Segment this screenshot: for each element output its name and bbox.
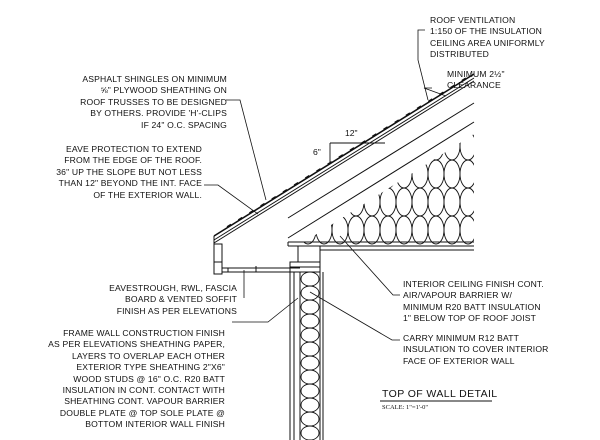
insulation-loop: [459, 215, 474, 245]
insulation-loop: [395, 159, 413, 189]
insulation-loop: [299, 215, 317, 245]
truss-top-chord: [287, 102, 475, 239]
note-eave-protection: EAVE PROTECTION TO EXTEND FROM THE EDGE …: [56, 144, 202, 200]
drawing-title: TOP OF WALL DETAIL: [382, 388, 498, 400]
shingle-mark: [282, 188, 288, 193]
insulation-loop: [411, 215, 429, 245]
insulation-loop: [347, 215, 365, 245]
shingle-mark: [371, 133, 377, 137]
slope-indicator: [329, 142, 385, 162]
insulation-loop: [476, 132, 492, 160]
insulation-loop: [300, 355, 320, 371]
insulation-loop: [459, 159, 474, 189]
insulation-loop: [363, 187, 381, 217]
shingle-mark: [260, 202, 265, 207]
drawing-scale: SCALE: 1"=1'-0": [382, 404, 429, 411]
shingle-mark: [416, 105, 422, 110]
shingle-mark: [248, 209, 254, 214]
shingle-mark: [237, 216, 243, 221]
insulation-loop: [300, 425, 320, 440]
insulation-loop: [300, 313, 320, 329]
note-roof-ventilation: ROOF VENTILATION 1:150 OF THE INSULATION…: [430, 15, 545, 60]
insulation-loop: [476, 188, 492, 216]
roof-deck: [213, 73, 475, 244]
wall-insulation: [300, 272, 320, 440]
insulation-loop: [300, 327, 320, 343]
insulation-loop: [459, 187, 474, 217]
insulation-loop: [395, 187, 413, 217]
exterior-wall: [289, 272, 324, 440]
note-r12-batt: CARRY MINIMUM R12 BATT INSULATION TO COV…: [403, 333, 549, 366]
shingle-mark: [383, 126, 388, 130]
insulation-loop: [347, 159, 365, 189]
insulation-loop: [427, 159, 445, 189]
insulation-loop: [476, 216, 492, 244]
insulation-loop: [443, 215, 461, 245]
insulation-loop: [363, 215, 381, 245]
insulation-loop: [443, 187, 461, 217]
insulation-loop: [459, 134, 474, 161]
note-eavestrough: EAVESTROUGH, RWL, FASCIA BOARD & VENTED …: [109, 283, 237, 316]
slope-run-label: 12": [345, 128, 358, 138]
insulation-loop: [411, 187, 429, 217]
insulation-loop: [300, 299, 320, 315]
insulation-loop: [363, 159, 381, 189]
insulation-loop: [476, 160, 492, 188]
shingle-mark: [427, 98, 433, 103]
attic-insulation: [299, 132, 492, 245]
insulation-loop: [300, 411, 320, 427]
shingle-mark: [349, 147, 355, 151]
vented-soffit: [222, 266, 300, 273]
shingle-mark: [226, 223, 232, 228]
ceiling-joist: [287, 241, 474, 247]
insulation-loop: [379, 187, 397, 217]
insulation-loop: [300, 369, 320, 385]
insulation-loop: [300, 272, 320, 287]
insulation-loop: [300, 341, 320, 357]
shingle-mark: [450, 84, 455, 89]
shingle-mark: [271, 195, 277, 200]
insulation-loop: [443, 159, 461, 189]
note-ceiling-finish: INTERIOR CEILING FINISH CONT. AIR/VAPOUR…: [403, 279, 544, 324]
note-asphalt-shingles: ASPHALT SHINGLES ON MINIMUM ⅝" PLYWOOD S…: [80, 74, 227, 130]
slope-rise-label: 6": [313, 147, 321, 157]
note-clearance: MINIMUM 2½" CLEARANCE: [447, 69, 505, 91]
insulation-loop: [315, 215, 333, 245]
shingle-mark: [394, 119, 400, 124]
insulation-loop: [300, 285, 320, 301]
note-frame-wall: FRAME WALL CONSTRUCTION FINISH AS PER EL…: [48, 328, 225, 430]
shingle-mark: [293, 182, 299, 186]
shingle-marks: [226, 77, 467, 228]
shingle-mark: [327, 161, 332, 165]
shingle-mark: [461, 77, 467, 82]
insulation-loop: [300, 383, 320, 399]
shingle-mark: [316, 168, 321, 172]
leader-lines: [204, 29, 447, 341]
top-plate: [289, 245, 321, 273]
insulation-loop: [379, 215, 397, 245]
insulation-loop: [411, 159, 429, 189]
insulation-loop: [300, 397, 320, 413]
insulation-loop: [395, 215, 413, 245]
insulation-loop: [379, 159, 397, 189]
fascia-board: [213, 243, 223, 275]
insulation-loop: [427, 187, 445, 217]
insulation-loop: [363, 134, 381, 161]
shingle-mark: [405, 112, 411, 117]
shingle-mark: [338, 154, 344, 158]
insulation-loop: [427, 215, 445, 245]
shingle-mark: [304, 175, 310, 179]
insulation-loop: [331, 215, 349, 245]
